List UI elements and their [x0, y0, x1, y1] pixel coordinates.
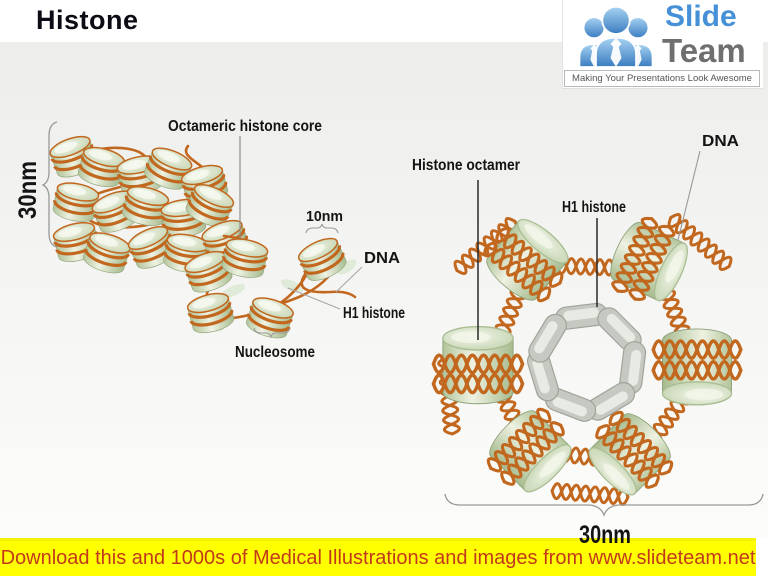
histone-octamer-cylinder — [479, 212, 575, 308]
label-octameric-histone-core: Octameric histone core — [168, 118, 322, 135]
people-icon — [578, 5, 654, 67]
histone-octamer-cylinder — [603, 213, 695, 306]
page-title: Histone — [36, 5, 139, 35]
download-banner[interactable]: Download this and 1000s of Medical Illus… — [0, 538, 756, 576]
annotations: 30nm Octameric histone core 10nm DNA H1 … — [14, 118, 764, 549]
logo-team-text: Team — [662, 32, 746, 69]
nucleosome-bead — [184, 288, 238, 339]
slideteam-logo[interactable]: Slide Team Making Your Presentations Loo… — [562, 0, 763, 89]
nucleosome-cylinder — [49, 178, 102, 227]
h1-capsule-ring — [524, 301, 648, 426]
histone-octamer-cylinder — [651, 328, 743, 406]
logo-slide-text: Slide — [665, 0, 737, 33]
label-nucleosome: Nucleosome — [235, 344, 315, 361]
fiber-30nm-cluster — [45, 130, 254, 279]
logo-tagline: Making Your Presentations Look Awesome — [564, 70, 760, 87]
label-dna-mid: DNA — [364, 250, 400, 267]
download-banner-text[interactable]: Download this and 1000s of Medical Illus… — [0, 547, 756, 569]
label-histone-octamer: Histone octamer — [412, 157, 520, 174]
left-30nm-brace — [41, 121, 58, 248]
rosette-30nm-fiber — [431, 210, 743, 507]
10nm-brace — [305, 223, 339, 234]
label-h1-histone-right: H1 histone — [562, 199, 626, 216]
beads-on-string — [180, 232, 357, 344]
h1-capsule — [524, 309, 572, 367]
dna-mid-leader-line — [335, 266, 363, 293]
dna-right-leader-line — [677, 150, 701, 241]
bottom-30nm-brace — [444, 493, 764, 517]
nucleosome-brace — [253, 327, 291, 338]
label-dna-right: DNA — [702, 133, 739, 150]
label-30nm-bottom: 30nm — [579, 521, 631, 549]
h1-mid-leader-line — [287, 287, 341, 310]
label-10nm: 10nm — [306, 208, 343, 225]
label-30nm-left: 30nm — [14, 161, 42, 219]
label-h1-histone-mid: H1 histone — [343, 305, 405, 322]
